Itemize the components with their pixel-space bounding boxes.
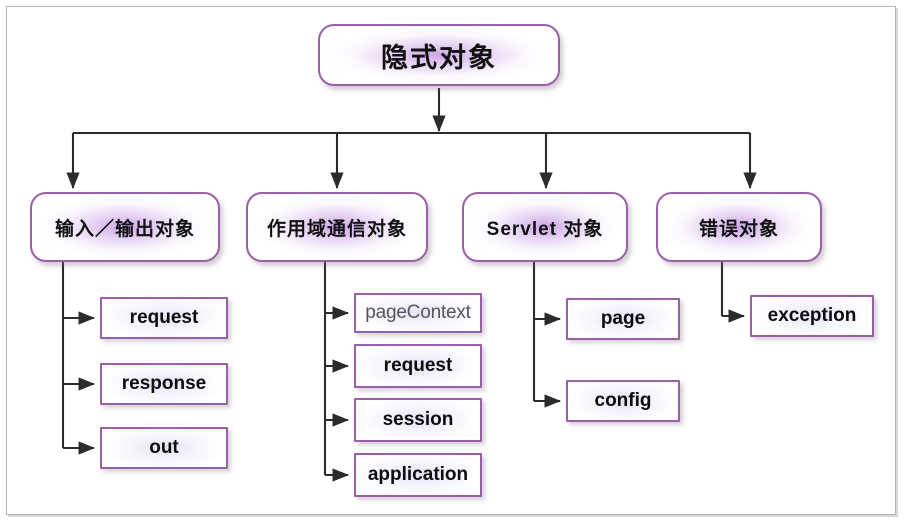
category-node-error-objects[interactable]: 错误对象: [656, 192, 822, 262]
leaf-node-config[interactable]: config: [566, 380, 680, 422]
category-node-servlet-objects[interactable]: Servlet 对象: [462, 192, 628, 262]
leaf-node-out[interactable]: out: [100, 427, 228, 469]
leaf-node-application[interactable]: application: [354, 453, 482, 497]
leaf-node-request[interactable]: request: [100, 297, 228, 339]
leaf-node-request-scope[interactable]: request: [354, 344, 482, 388]
leaf-node-exception[interactable]: exception: [750, 295, 874, 337]
category-node-scope-communication-objects[interactable]: 作用域通信对象: [246, 192, 428, 262]
root-node-implicit-objects[interactable]: 隐式对象: [318, 24, 560, 86]
leaf-node-session[interactable]: session: [354, 398, 482, 442]
leaf-node-page[interactable]: page: [566, 298, 680, 340]
leaf-node-response[interactable]: response: [100, 363, 228, 405]
leaf-node-pagecontext[interactable]: pageContext: [354, 293, 482, 333]
category-node-io-objects[interactable]: 输入／输出对象: [30, 192, 220, 262]
